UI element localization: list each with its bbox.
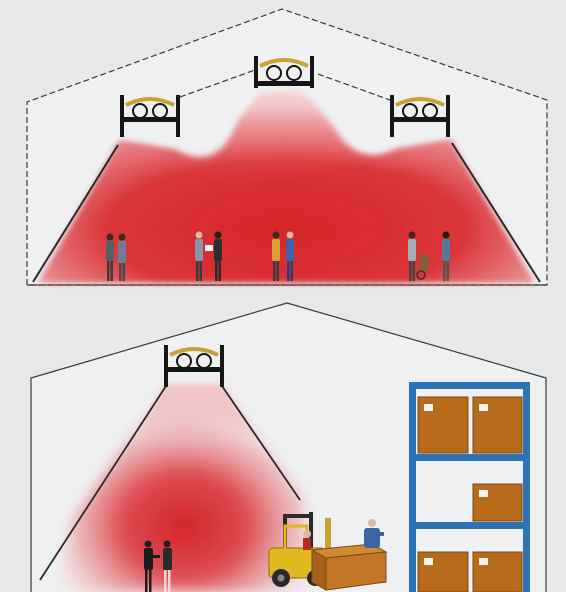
top-scene	[27, 9, 547, 285]
bottom-scene	[31, 303, 546, 592]
box-icon	[418, 552, 468, 592]
box-icon	[312, 544, 386, 590]
box-icon	[418, 397, 468, 453]
box-icon	[473, 552, 522, 592]
box-icon	[473, 484, 522, 521]
box-icon	[473, 397, 522, 453]
